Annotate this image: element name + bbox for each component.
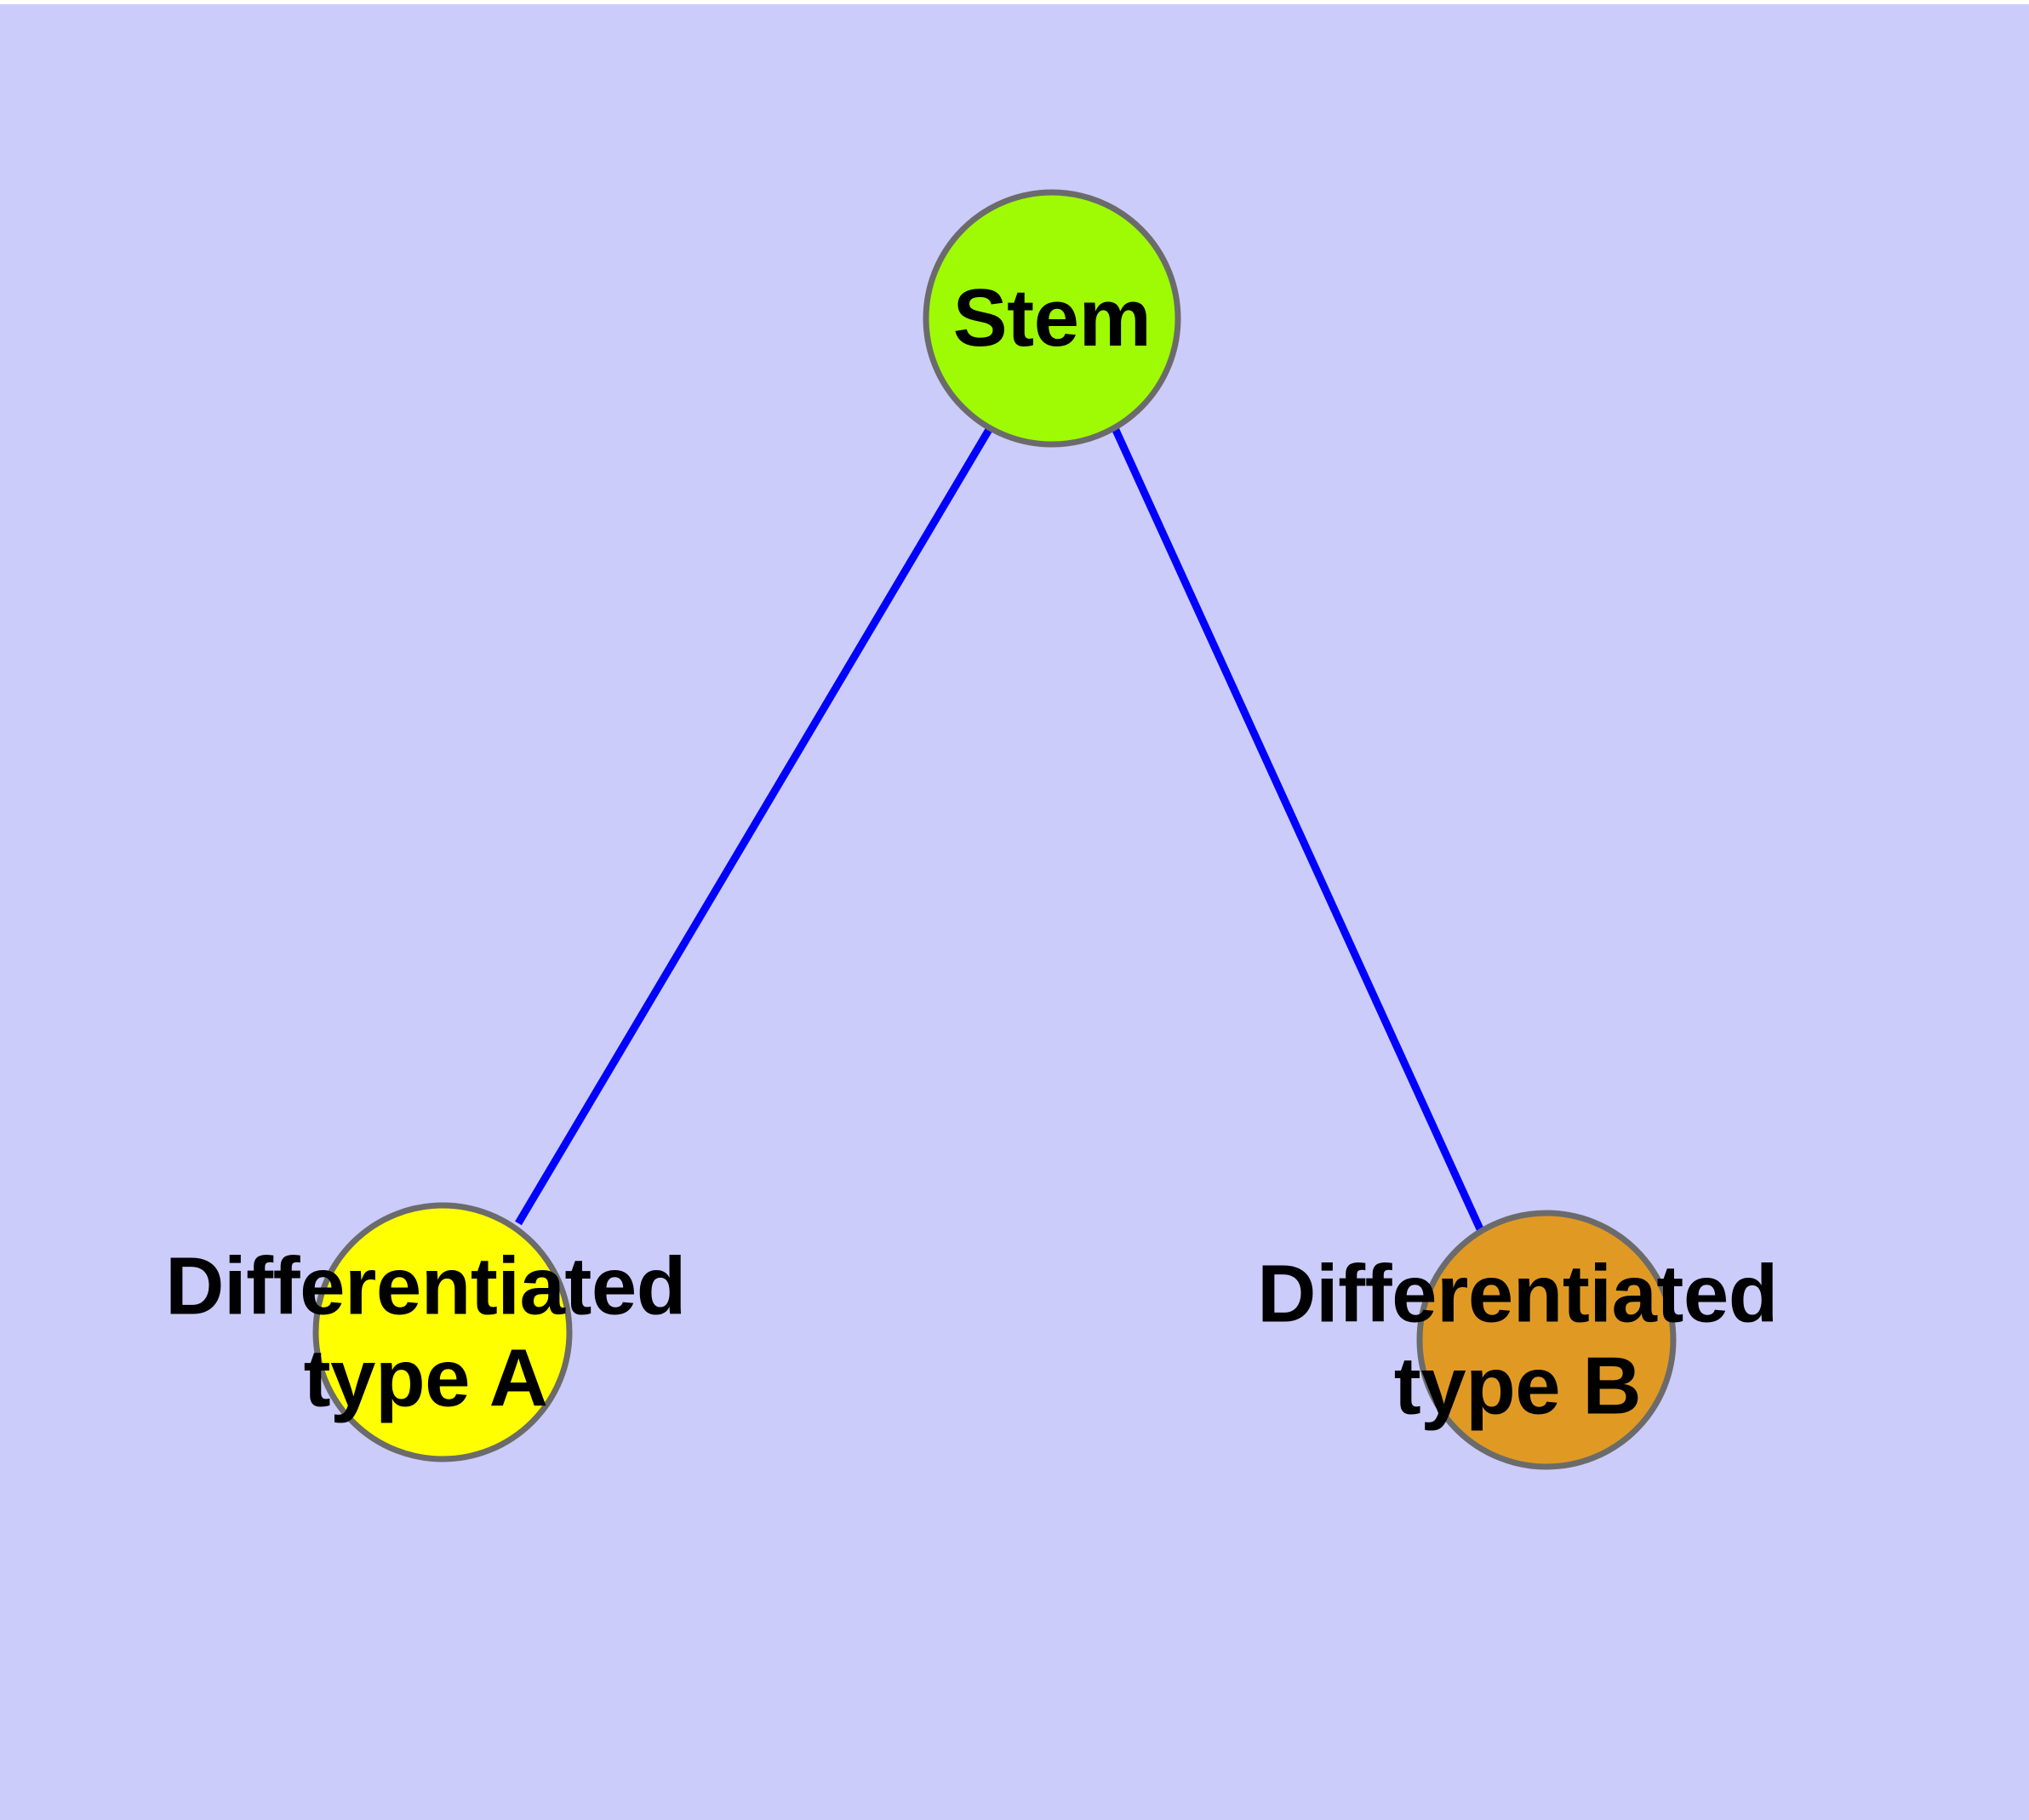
node-differentiated-type-a[interactable] [312, 1202, 573, 1462]
node-stem[interactable] [923, 189, 1181, 448]
edge-stem-to-diff-b[interactable] [1111, 426, 1485, 1233]
edge-stem-to-diff-a[interactable] [515, 426, 993, 1226]
edge-layer [515, 426, 1485, 1233]
node-differentiated-type-b[interactable] [1416, 1210, 1677, 1470]
node-layer [312, 189, 1677, 1470]
